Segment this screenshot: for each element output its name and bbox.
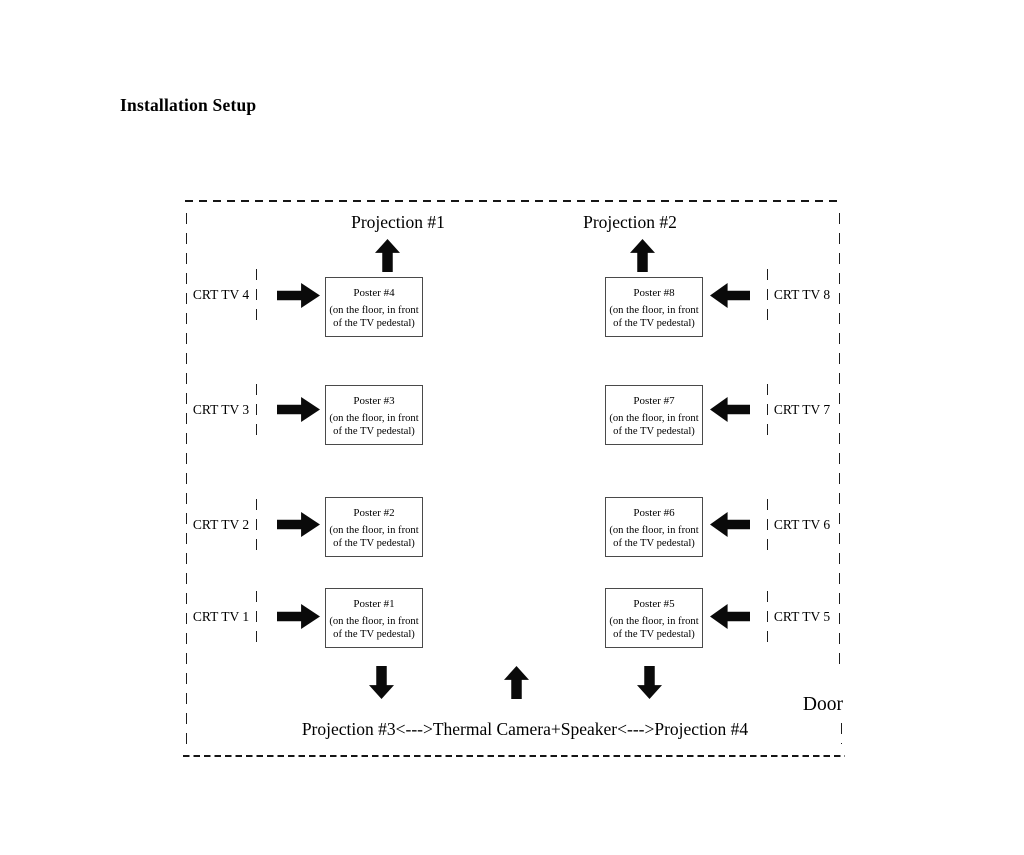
crt-tv-label: CRT TV 1 [192,609,250,624]
poster-box: Poster #5 (on the floor, in front of the… [605,588,703,648]
poster-box: Poster #2 (on the floor, in front of the… [325,497,423,557]
crt-tv-label: CRT TV 4 [192,287,250,302]
crt-tv-label: CRT TV 5 [773,609,831,624]
tv-pedestal-dash [255,384,258,436]
projection-2-label: Projection #2 [583,212,677,232]
left-arrow-icon [710,604,750,629]
room-wall-right-upper [838,213,841,673]
poster-box: Poster #1 (on the floor, in front of the… [325,588,423,648]
up-arrow-icon [375,239,400,272]
projection-1-label: Projection #1 [351,212,445,232]
crt-tv-label: CRT TV 8 [773,287,831,302]
poster-title: Poster #6 [633,507,675,519]
room-wall-top [185,200,841,202]
down-arrow-icon [637,666,662,699]
up-arrow-icon [630,239,655,272]
page-title: Installation Setup [120,95,257,115]
poster-title: Poster #1 [353,598,395,610]
poster-note: (on the floor, in front of the TV pedest… [609,616,699,640]
right-arrow-icon [277,512,320,537]
left-arrow-icon [710,512,750,537]
left-arrow-icon [710,283,750,308]
crt-tv-label: CRT TV 2 [192,517,250,532]
poster-note: (on the floor, in front of the TV pedest… [329,616,419,640]
poster-title: Poster #7 [633,395,675,407]
tv-pedestal-dash [766,591,769,643]
right-arrow-icon [277,604,320,629]
poster-note: (on the floor, in front of the TV pedest… [329,413,419,437]
poster-note: (on the floor, in front of the TV pedest… [609,413,699,437]
poster-box: Poster #8 (on the floor, in front of the… [605,277,703,337]
poster-title: Poster #5 [633,598,675,610]
tv-pedestal-dash [766,269,769,321]
poster-note: (on the floor, in front of the TV pedest… [329,305,419,329]
tv-pedestal-dash [255,269,258,321]
down-arrow-icon [369,666,394,699]
tv-pedestal-dash [766,499,769,551]
tv-pedestal-dash [255,499,258,551]
crt-tv-label: CRT TV 3 [192,402,250,417]
poster-box: Poster #4 (on the floor, in front of the… [325,277,423,337]
poster-box: Poster #3 (on the floor, in front of the… [325,385,423,445]
poster-note: (on the floor, in front of the TV pedest… [329,525,419,549]
door-label: Door [802,694,843,715]
poster-box: Poster #6 (on the floor, in front of the… [605,497,703,557]
right-arrow-icon [277,283,320,308]
poster-title: Poster #8 [633,287,675,299]
bottom-projection-caption: Projection #3<--->Thermal Camera+Speaker… [301,719,749,739]
room-wall-right-lower [840,723,843,744]
right-arrow-icon [277,397,320,422]
poster-title: Poster #4 [353,287,395,299]
up-arrow-icon [504,666,529,699]
poster-note: (on the floor, in front of the TV pedest… [609,525,699,549]
left-arrow-icon [710,397,750,422]
poster-box: Poster #7 (on the floor, in front of the… [605,385,703,445]
crt-tv-label: CRT TV 7 [773,402,831,417]
tv-pedestal-dash [255,591,258,643]
tv-pedestal-dash [766,384,769,436]
poster-note: (on the floor, in front of the TV pedest… [609,305,699,329]
crt-tv-label: CRT TV 6 [773,517,831,532]
poster-title: Poster #3 [353,395,395,407]
poster-title: Poster #2 [353,507,395,519]
room-wall-bottom [183,755,845,758]
room-wall-left [185,213,188,753]
